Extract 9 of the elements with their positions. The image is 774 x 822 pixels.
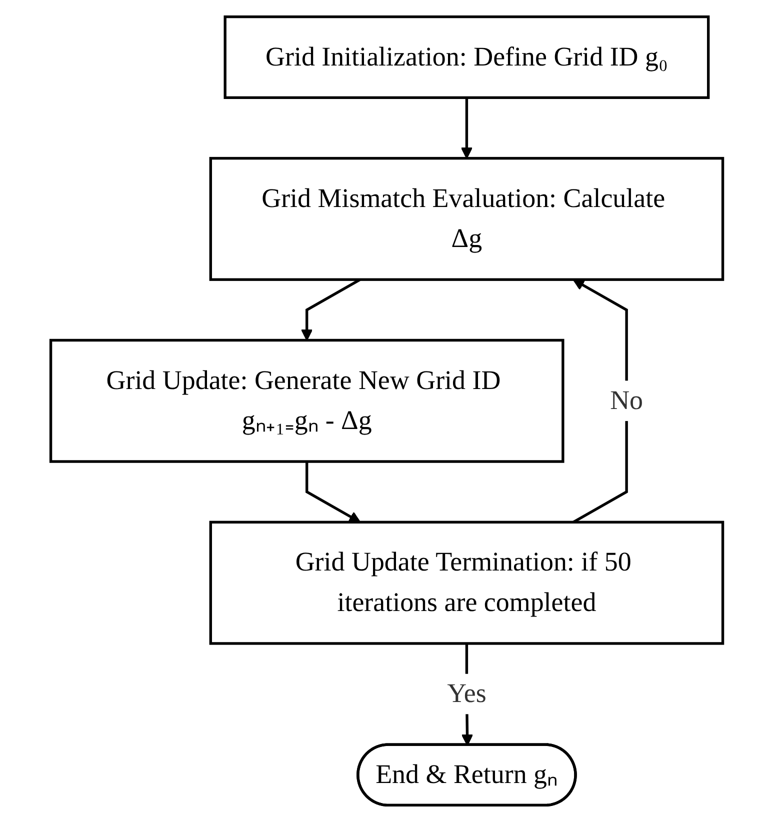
arrow — [306, 462, 361, 523]
node-box — [50, 338, 564, 463]
flowchart: Grid Initialization: Define Grid ID g₀ Grid Mismatch Evaluation: Calculate Δg Grid Update: Generate New Grid ID gₙ₊₁₌gₙ - Δg Grid Update Termination: if 50 iterations are completed End & Return gₙ No Yes — [40, 6, 734, 816]
arrow — [461, 98, 473, 159]
edge-label: No — [610, 386, 644, 416]
edge-label: Yes — [447, 679, 487, 709]
node-box — [210, 520, 724, 645]
node-box — [224, 15, 710, 99]
node-box — [210, 156, 724, 281]
